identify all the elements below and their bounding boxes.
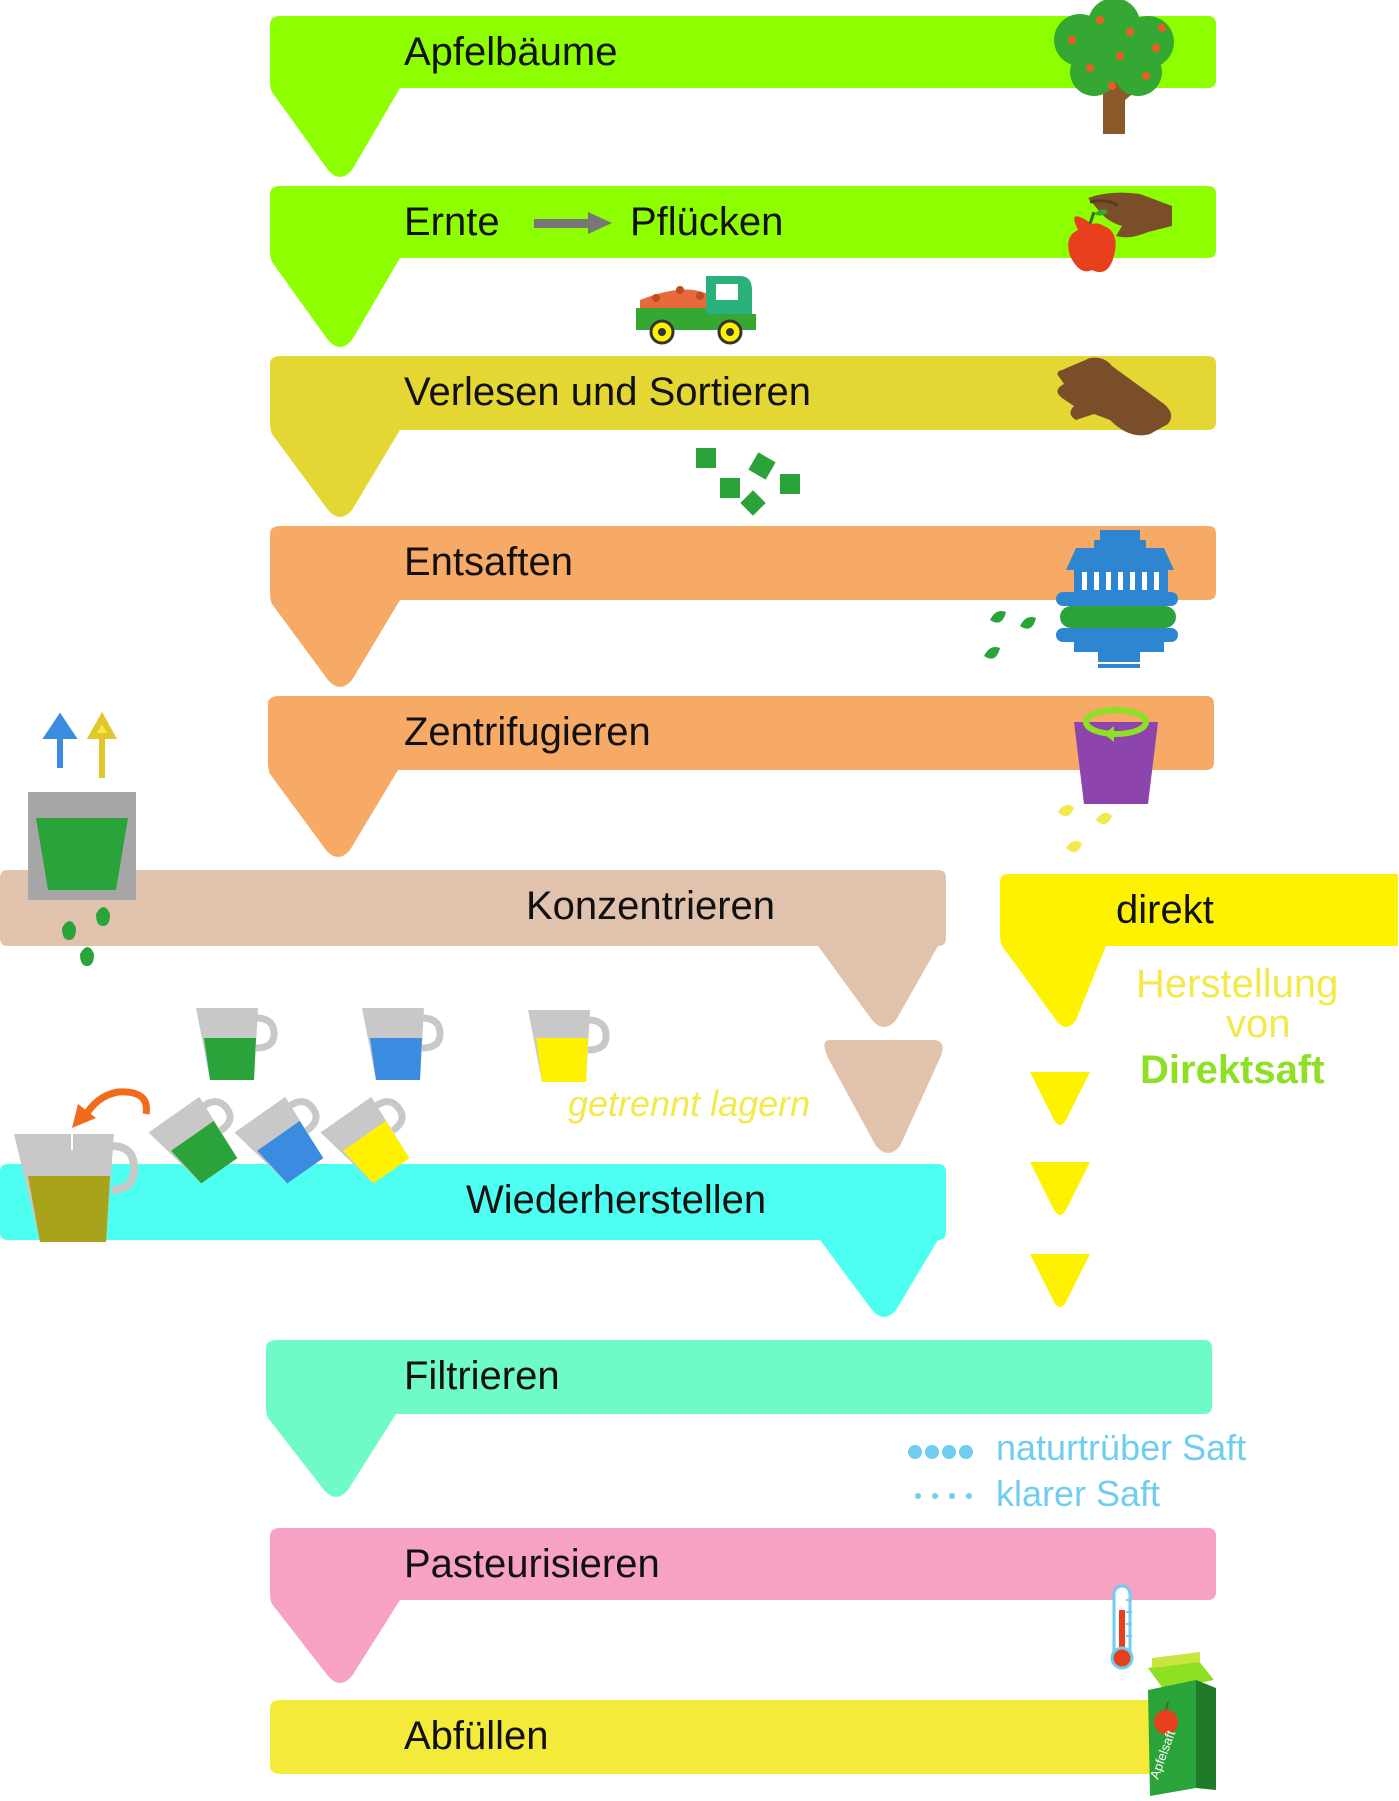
note-getrennt-lagern: getrennt lagern bbox=[568, 1083, 811, 1124]
direkt-triangle-1 bbox=[1030, 1072, 1090, 1125]
pour-arrow-icon bbox=[72, 1088, 150, 1128]
label-ernte: Ernte bbox=[404, 200, 500, 244]
note-herstellung: Herstellung bbox=[1136, 962, 1339, 1006]
jug-tilted-green bbox=[148, 1096, 238, 1184]
juice-press-icon bbox=[984, 530, 1178, 668]
label-pasteurisieren: Pasteurisieren bbox=[404, 1542, 660, 1586]
cubes-icon bbox=[696, 448, 800, 516]
step-zentrifugieren bbox=[268, 696, 1214, 857]
band-pasteurisieren bbox=[270, 1528, 1216, 1683]
jug-blue bbox=[362, 1008, 444, 1080]
step-entsaften bbox=[270, 526, 1216, 687]
truck-icon bbox=[636, 276, 756, 345]
label-abfuellen: Abfüllen bbox=[404, 1714, 549, 1758]
apple-tree-icon bbox=[1054, 0, 1174, 134]
tan-funnel-small bbox=[824, 1040, 943, 1153]
band-direkt bbox=[1000, 874, 1398, 1027]
jug-yellow bbox=[528, 1010, 610, 1082]
label-zentrifugieren: Zentrifugieren bbox=[404, 710, 651, 754]
direkt-triangle-3 bbox=[1030, 1254, 1090, 1307]
step-direkt bbox=[1000, 874, 1398, 1307]
jug-green bbox=[196, 1008, 278, 1080]
note-klarer-saft: klarer Saft bbox=[996, 1473, 1161, 1514]
label-direkt: direkt bbox=[1116, 888, 1214, 932]
band-verlesen bbox=[270, 356, 1216, 517]
juice-carton-icon: Apfelsaft bbox=[1147, 1652, 1216, 1796]
jug-tilted-yellow bbox=[320, 1096, 410, 1184]
step-konzentrieren bbox=[0, 870, 946, 1153]
step-wiederherstellen bbox=[0, 1164, 946, 1317]
label-konzentrieren: Konzentrieren bbox=[526, 884, 776, 928]
concentrator-icon bbox=[28, 711, 136, 966]
note-direktsaft: Direktsaft bbox=[1140, 1048, 1325, 1092]
label-pfluecken: Pflücken bbox=[630, 200, 784, 244]
band-entsaften bbox=[270, 526, 1216, 687]
band-abfuellen bbox=[270, 1700, 1216, 1774]
step-verlesen bbox=[270, 356, 1216, 517]
label-filtrieren: Filtrieren bbox=[404, 1354, 560, 1398]
jug-big-mixed bbox=[14, 1134, 139, 1242]
label-verlesen: Verlesen und Sortieren bbox=[404, 370, 811, 414]
dots-klar-icon bbox=[915, 1493, 972, 1499]
jug-tilted-blue bbox=[234, 1096, 324, 1184]
step-abfuellen bbox=[270, 1700, 1216, 1774]
band-ernte bbox=[270, 186, 1216, 347]
step-ernte bbox=[270, 186, 1216, 347]
step-apfelbaeume bbox=[270, 16, 1216, 177]
dots-naturtrueb-icon bbox=[908, 1445, 973, 1459]
centrifuge-bucket-icon bbox=[1058, 707, 1158, 853]
band-wiederherstellen bbox=[0, 1164, 946, 1317]
step-filtrieren bbox=[266, 1340, 1212, 1497]
label-apfelbaeume: Apfelbäume bbox=[404, 30, 618, 74]
band-filtrieren bbox=[266, 1340, 1212, 1497]
sorting-hand-icon bbox=[1057, 357, 1172, 436]
band-zentrifugieren bbox=[268, 696, 1214, 857]
label-entsaften: Entsaften bbox=[404, 540, 574, 584]
measuring-jug-icon bbox=[14, 1008, 610, 1242]
band-konzentrieren bbox=[0, 870, 946, 1027]
note-von: von bbox=[1226, 1002, 1291, 1046]
thermometer-icon bbox=[1110, 1584, 1134, 1670]
hand-apple-icon bbox=[1068, 192, 1172, 273]
note-naturtrueber-saft: naturtrüber Saft bbox=[996, 1427, 1247, 1468]
label-wiederherstellen: Wiederherstellen bbox=[466, 1178, 767, 1222]
step-pasteurisieren bbox=[270, 1528, 1216, 1683]
direkt-triangle-2 bbox=[1030, 1162, 1090, 1215]
arrow-right-icon bbox=[534, 212, 612, 234]
band-apfelbaeume bbox=[270, 16, 1216, 177]
